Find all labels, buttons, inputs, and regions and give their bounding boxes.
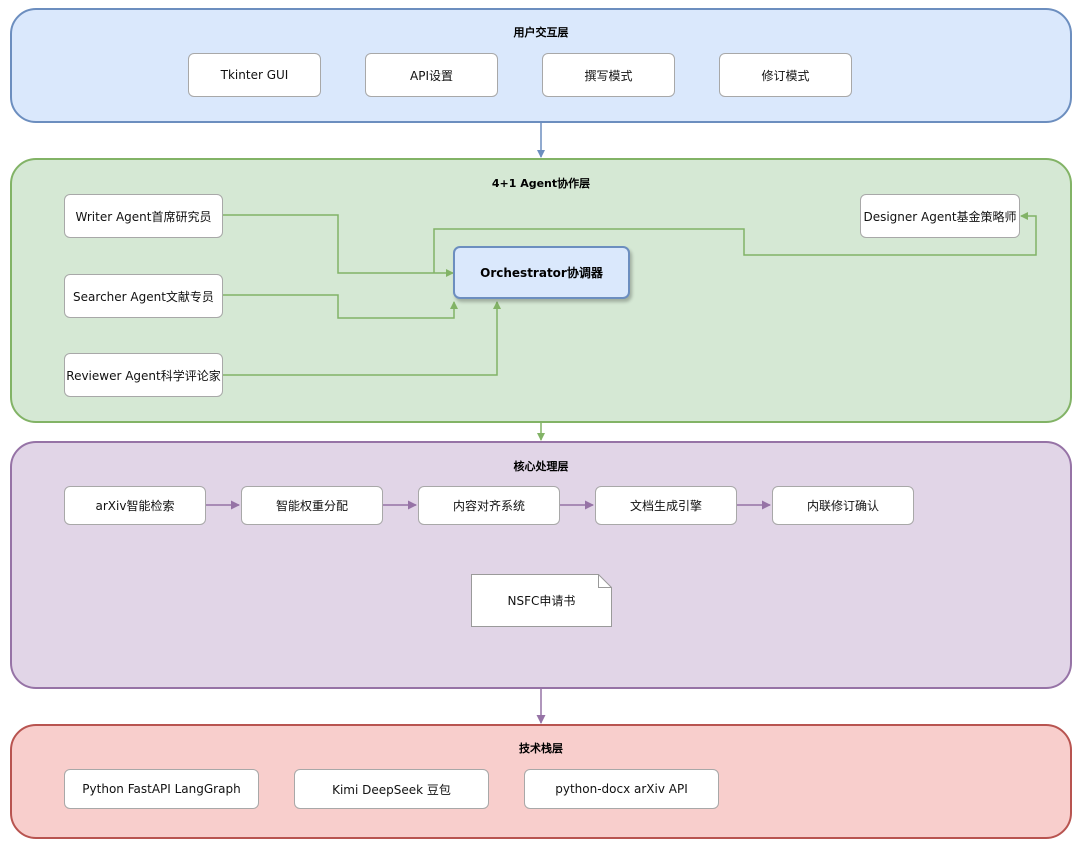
- revision-mode-node: 修订模式: [719, 53, 852, 97]
- writing-mode-node: 撰写模式: [542, 53, 675, 97]
- arrow-orchestrator-to-designer: [433, 212, 1037, 273]
- document-shape-icon: [471, 574, 612, 627]
- tkinter-gui-node: Tkinter GUI: [188, 53, 321, 97]
- arrow-searcher-to-orchestrator: [223, 294, 458, 319]
- arrow-writer-to-orchestrator: [223, 214, 454, 277]
- agent-collaboration-layer-title: 4+1 Agent协作层: [491, 177, 591, 190]
- docx-stack-node: python-docx arXiv API: [524, 769, 719, 809]
- orchestrator-node: Orchestrator协调器: [453, 246, 630, 299]
- core-processing-layer-title: 核心处理层: [513, 460, 569, 473]
- user-interaction-layer: 用户交互层: [10, 8, 1072, 123]
- arxiv-search-node: arXiv智能检索: [64, 486, 206, 525]
- llm-stack-node: Kimi DeepSeek 豆包: [294, 769, 489, 809]
- user-interaction-layer-title: 用户交互层: [513, 26, 569, 39]
- nsfc-application-document: NSFC申请书: [471, 574, 612, 627]
- document-engine-node: 文档生成引擎: [595, 486, 737, 525]
- content-alignment-node: 内容对齐系统: [418, 486, 560, 525]
- core-processing-layer: 核心处理层: [10, 441, 1072, 689]
- writer-agent-node: Writer Agent首席研究员: [64, 194, 223, 238]
- inline-revision-node: 内联修订确认: [772, 486, 914, 525]
- tech-stack-layer-title: 技术栈层: [519, 742, 563, 755]
- arrow-reviewer-to-orchestrator: [223, 301, 501, 376]
- reviewer-agent-node: Reviewer Agent科学评论家: [64, 353, 223, 397]
- searcher-agent-node: Searcher Agent文献专员: [64, 274, 223, 318]
- nsfc-application-label: NSFC申请书: [507, 594, 576, 608]
- api-settings-node: API设置: [365, 53, 498, 97]
- weight-allocation-node: 智能权重分配: [241, 486, 383, 525]
- designer-agent-node: Designer Agent基金策略师: [860, 194, 1020, 238]
- python-stack-node: Python FastAPI LangGraph: [64, 769, 259, 809]
